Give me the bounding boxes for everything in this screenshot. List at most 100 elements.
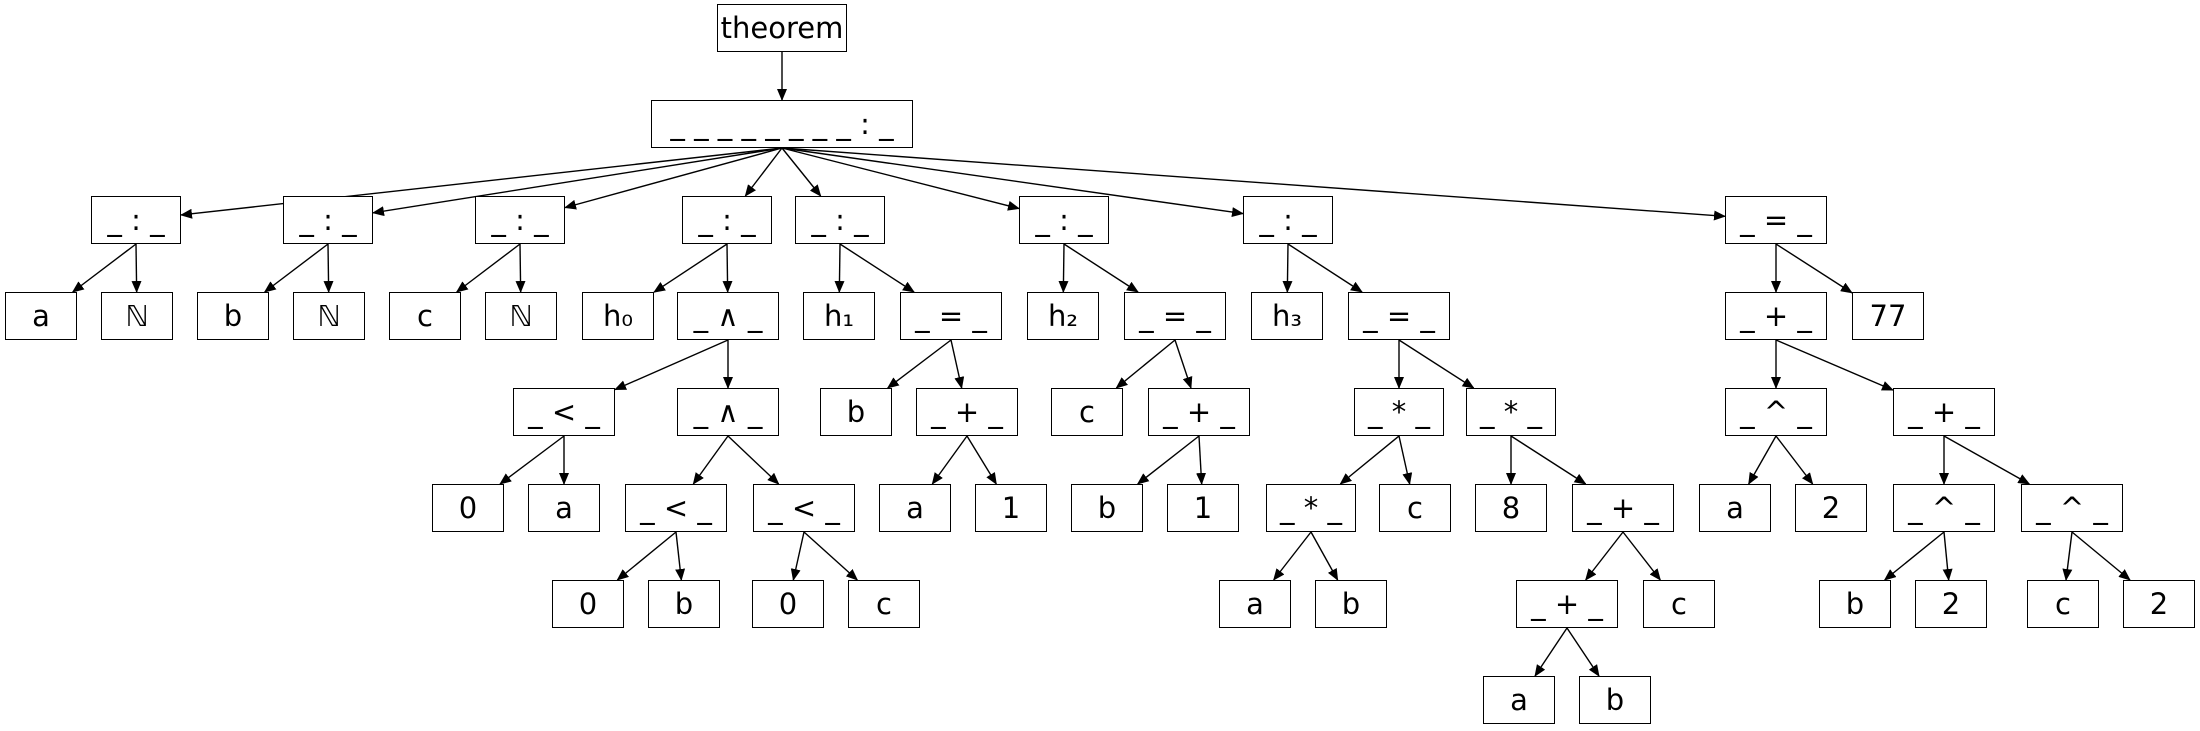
leaf-node: 2	[2123, 580, 2195, 628]
tree-edge-arrow	[455, 243, 521, 293]
op-colon-node: _ : _	[1243, 196, 1333, 244]
leaf-node: b	[1071, 484, 1143, 532]
op-colon-node: _ : _	[475, 196, 565, 244]
leaf-node: 0	[432, 484, 504, 532]
leaf-node: c	[1379, 484, 1451, 532]
op-plus-node: _ + _	[1148, 388, 1250, 436]
tree-edge-arrow	[499, 435, 565, 485]
tree-edge-arrow	[886, 339, 952, 389]
tree-edge-arrow	[931, 435, 968, 485]
tree-edge-arrow	[803, 531, 859, 581]
op-eq-node: _ = _	[900, 292, 1002, 340]
leaf-node: b	[648, 580, 720, 628]
tree-edge-arrow	[1585, 531, 1624, 581]
tree-edge-arrow	[1566, 627, 1600, 677]
tree-edge-arrow	[1115, 339, 1176, 389]
tree-edge-arrow	[131, 243, 142, 293]
tree-edge-arrow	[1273, 531, 1312, 581]
tree-edge-arrow	[1287, 243, 1363, 293]
op-plus-node: _ + _	[1893, 388, 1995, 436]
tree-edge-arrow	[1622, 531, 1661, 581]
tree-edge-arrow	[722, 243, 733, 293]
leaf-node: a	[1219, 580, 1291, 628]
op-pow-node: _ ^ _	[1893, 484, 1995, 532]
tree-edge-arrow	[1748, 435, 1777, 485]
tree-edge-arrow	[781, 147, 1244, 217]
op-plus-node: _ + _	[916, 388, 1018, 436]
op-plus-node: _ + _	[1516, 580, 1618, 628]
leaf-node: 77	[1852, 292, 1924, 340]
tree-edge-arrow	[1775, 243, 1853, 294]
tree-edge-arrow	[781, 147, 822, 197]
op-colon-node: _ : _	[91, 196, 181, 244]
leaf-node: 8	[1475, 484, 1547, 532]
tree-edge-arrow	[653, 243, 728, 293]
op-plus-node: _ + _	[1725, 292, 1827, 340]
leaf-node: h₃	[1251, 292, 1323, 340]
op-plus-node: _ + _	[1572, 484, 1674, 532]
leaf-node: 1	[1167, 484, 1239, 532]
leaf-node: c	[2027, 580, 2099, 628]
op-pow-node: _ ^ _	[1725, 388, 1827, 436]
op-lt-node: _ < _	[513, 388, 615, 436]
tree-edge-arrow	[1943, 435, 2031, 485]
tree-edge-arrow	[1136, 435, 1200, 485]
tree-edge-arrow	[1282, 243, 1293, 293]
op-pow-node: _ ^ _	[2021, 484, 2123, 532]
tree-edge-arrow	[2062, 531, 2073, 581]
tree-edge-arrow	[1196, 435, 1207, 485]
tree-edge-arrow	[834, 243, 845, 293]
leaf-node: h₀	[582, 292, 654, 340]
tree-edge-arrow	[692, 435, 729, 485]
tree-edge-arrow	[1398, 339, 1475, 389]
tree-edge-arrow	[781, 147, 1020, 211]
tree-edge-arrow	[515, 243, 526, 293]
leaf-node: 2	[1795, 484, 1867, 532]
op-mul-node: _ * _	[1266, 484, 1356, 532]
tree-edge-arrow	[1534, 627, 1568, 677]
tree-edge-arrow	[966, 435, 997, 485]
leaf-node: b	[1315, 580, 1387, 628]
tree-edge-arrow	[1058, 243, 1069, 293]
tree-edge-arrow	[675, 531, 686, 581]
op-colon-node: _ : _	[795, 196, 885, 244]
tree-edge-arrow	[1063, 243, 1139, 293]
tree-edge-arrow	[839, 243, 915, 293]
op-nat-node: ℕ	[101, 292, 173, 340]
leaf-node: b	[820, 388, 892, 436]
op-eq-node: _ = _	[1348, 292, 1450, 340]
tree-edge-arrow	[1942, 531, 1953, 581]
op-mul-node: _ * _	[1354, 388, 1444, 436]
leaf-node: c	[1643, 580, 1715, 628]
leaf-node: c	[1051, 388, 1123, 436]
tree-edge-arrow	[781, 147, 1726, 221]
op-and-node: _ ∧ _	[677, 388, 779, 436]
op-eq-node: _ = _	[1725, 196, 1827, 244]
leaf-node: 1	[975, 484, 1047, 532]
tree-edge-arrow	[744, 147, 783, 197]
op-nat-node: ℕ	[293, 292, 365, 340]
leaf-node: h₂	[1027, 292, 1099, 340]
tree-edge-arrow	[1883, 531, 1945, 581]
op-colon-node: _ : _	[1019, 196, 1109, 244]
op-colon-node: _ : _	[283, 196, 373, 244]
leaf-node: c	[848, 580, 920, 628]
theorem-root-node: theorem	[717, 4, 847, 52]
leaf-node: b	[197, 292, 269, 340]
leaf-node: a	[528, 484, 600, 532]
op-lt-node: _ < _	[625, 484, 727, 532]
tree-edge-arrow	[614, 339, 729, 391]
tree-edge-arrow	[1775, 435, 1814, 485]
tree-edge-arrow	[323, 243, 334, 293]
tree-edge-arrow	[372, 147, 783, 217]
leaf-node: a	[1483, 676, 1555, 724]
leaf-node: 2	[1915, 580, 1987, 628]
leaf-node: b	[1819, 580, 1891, 628]
op-nat-node: ℕ	[485, 292, 557, 340]
binder-colon-node: _ _ _ _ _ _ _ _ : _	[651, 100, 913, 148]
tree-edge-arrow	[1174, 339, 1193, 389]
op-and-node: _ ∧ _	[677, 292, 779, 340]
leaf-node: b	[1579, 676, 1651, 724]
